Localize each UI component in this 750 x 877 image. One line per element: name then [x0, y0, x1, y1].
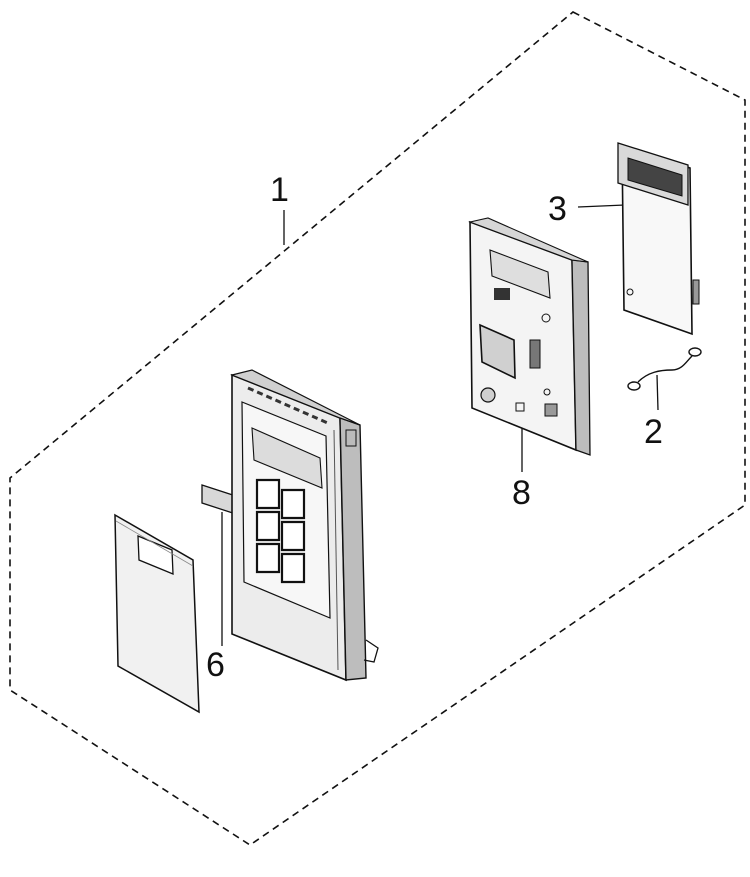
- leader-lines: [222, 205, 658, 646]
- callout-8: 8: [512, 474, 531, 512]
- callout-6: 6: [206, 646, 225, 684]
- control-panel-housing: [232, 370, 378, 680]
- front-cover-sheet: [115, 515, 199, 712]
- wire-harness: [628, 348, 701, 390]
- pcb-board: [618, 143, 699, 334]
- control-bracket: [470, 218, 590, 455]
- callout-1: 1: [270, 171, 289, 209]
- callout-2: 2: [644, 413, 663, 451]
- assembly-boundary: [10, 12, 745, 845]
- callout-3: 3: [548, 190, 567, 228]
